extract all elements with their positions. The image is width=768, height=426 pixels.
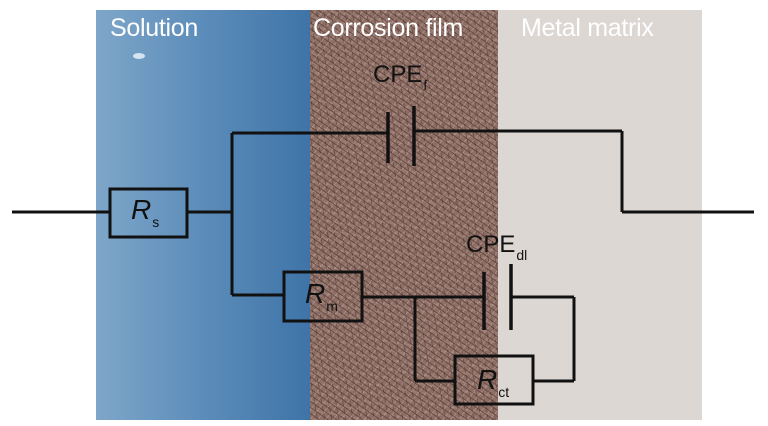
corrosion-film-region: [310, 10, 498, 420]
rct-label: Rct: [477, 364, 510, 400]
cpe-f-label: CPEf: [373, 61, 428, 93]
solution-label: Solution: [110, 14, 198, 42]
rm-label: Rm: [305, 278, 338, 314]
metal-matrix-region: [498, 10, 702, 420]
cpe-dl-label: CPEdl: [466, 231, 528, 263]
corrosion-film-label: Corrosion film: [313, 14, 463, 42]
bubble-decoration: [133, 53, 145, 59]
solution-region: [96, 10, 310, 420]
metal-matrix-label: Metal matrix: [521, 14, 654, 42]
rs-label: Rs: [131, 194, 160, 230]
